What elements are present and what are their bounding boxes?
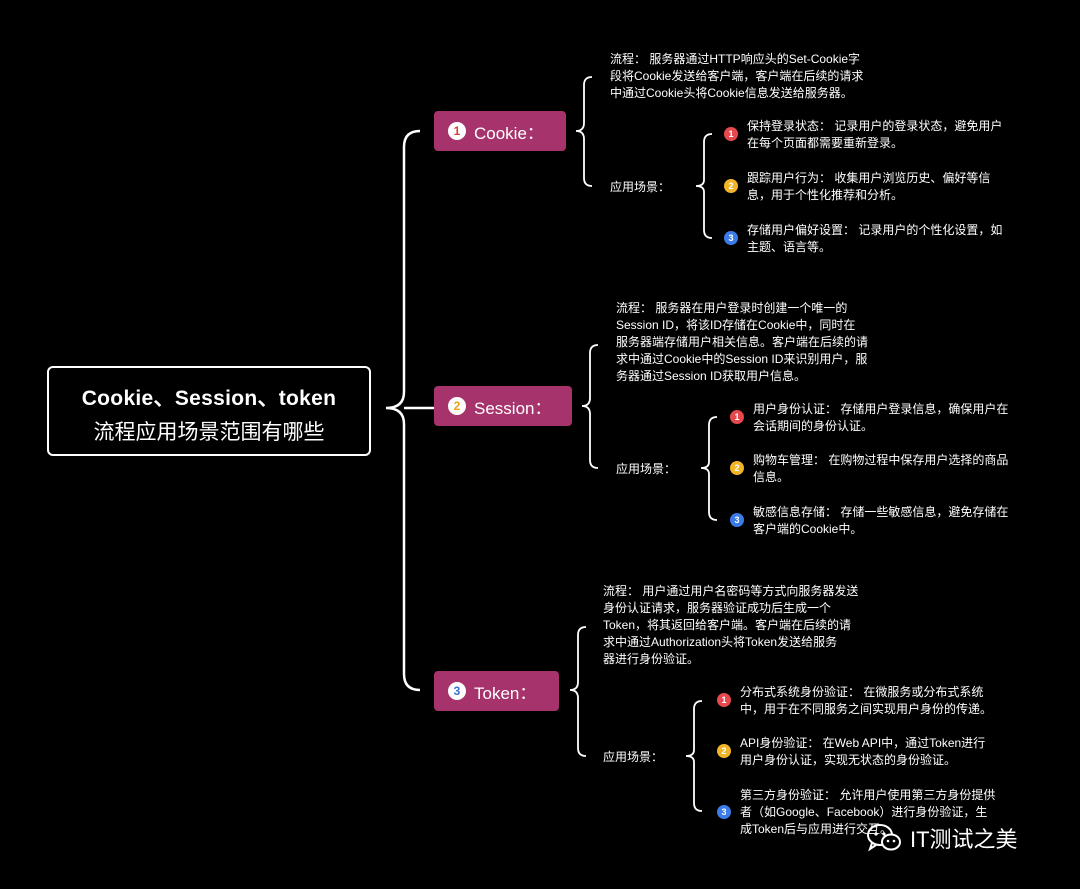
topic-token: 3 Token：: [434, 671, 559, 711]
scene-line: 客户端的Cookie中。: [753, 522, 863, 536]
cookie-flow: 流程： 服务器通过HTTP响应头的Set-Cookie字 段将Cookie发送给…: [610, 51, 863, 102]
cookie-scene-2: 跟踪用户行为： 收集用户浏览历史、偏好等信 息，用于个性化推荐和分析。: [747, 170, 990, 204]
session-bracket: [581, 344, 599, 469]
token-flow-line: 求中通过Authorization头将Token发送给服务: [603, 635, 838, 649]
cookie-scene-label: 应用场景：: [610, 180, 671, 194]
wechat-icon: [867, 824, 901, 852]
scene-line: 用户身份认证： 存储用户登录信息，确保用户在: [753, 402, 1009, 416]
session-scenes-bracket: [700, 416, 718, 521]
scene-line: 息，用于个性化推荐和分析。: [747, 188, 904, 202]
number-2-icon: 2: [730, 461, 744, 475]
cookie-scene-1: 保持登录状态： 记录用户的登录状态，避免用户 在每个页面都需要重新登录。: [747, 118, 1002, 152]
scene-line: 敏感信息存储： 存储一些敏感信息，避免存储在: [753, 505, 1009, 519]
scene-line: 分布式系统身份验证： 在微服务或分布式系统: [740, 685, 984, 699]
cookie-flow-line: 服务器通过HTTP响应头的Set-Cookie字: [649, 52, 861, 66]
root-node: Cookie、Session、token 流程应用场景范围有哪些: [47, 366, 371, 456]
watermark-text: IT测试之美: [910, 827, 1018, 852]
topic-cookie-label: Cookie：: [474, 123, 544, 143]
number-1-icon: 1: [730, 410, 744, 424]
token-flow: 流程： 用户通过用户名密码等方式向服务器发送 身份认证请求，服务器验证成功后生成…: [603, 583, 858, 668]
cookie-flow-label: 流程：: [610, 52, 647, 66]
scene-line: 存储用户偏好设置： 记录用户的个性化设置，如: [747, 223, 1003, 237]
topic-cookie: 1 Cookie：: [434, 111, 566, 151]
scene-line: 成Token后与应用进行交互。: [740, 822, 893, 836]
token-scene-3: 第三方身份验证： 允许用户使用第三方身份提供 者（如Google、Faceboo…: [740, 787, 995, 838]
scene-line: 保持登录状态： 记录用户的登录状态，避免用户: [747, 119, 1003, 133]
cookie-flow-line: 中通过Cookie头将Cookie信息发送给服务器。: [610, 86, 853, 100]
scene-line: 在每个页面都需要重新登录。: [747, 136, 904, 150]
token-scene-1: 分布式系统身份验证： 在微服务或分布式系统 中，用于在不同服务之间实现用户身份的…: [740, 684, 992, 718]
scene-line: 中，用于在不同服务之间实现用户身份的传递。: [740, 702, 993, 716]
token-scene-label: 应用场景：: [603, 750, 664, 764]
token-flow-line: 身份认证请求，服务器验证成功后生成一个: [603, 601, 832, 615]
scene-line: 跟踪用户行为： 收集用户浏览历史、偏好等信: [747, 171, 991, 185]
scene-line: 会话期间的身份认证。: [753, 419, 874, 433]
session-flow-line: 求中通过Cookie中的Session ID来识别用户，服: [616, 352, 868, 366]
scene-line: 者（如Google、Facebook）进行身份验证，生: [740, 805, 988, 819]
scene-line: 主题、语言等。: [747, 240, 832, 254]
session-flow-line: 务器通过Session ID获取用户信息。: [616, 369, 807, 383]
token-scene-2: API身份验证： 在Web API中，通过Token进行 用户身份认证，实现无状…: [740, 735, 985, 769]
number-3-icon: 3: [730, 513, 744, 527]
session-flow: 流程： 服务器在用户登录时创建一个唯一的 Session ID，将该ID存储在C…: [616, 300, 868, 385]
scene-line: 购物车管理： 在购物过程中保存用户选择的商品: [753, 453, 1009, 467]
number-2-icon: 2: [724, 179, 738, 193]
watermark: IT测试之美: [866, 822, 1018, 854]
number-1-icon: 1: [724, 127, 738, 141]
session-scene-label: 应用场景：: [616, 462, 677, 476]
cookie-scene-3: 存储用户偏好设置： 记录用户的个性化设置，如 主题、语言等。: [747, 222, 1002, 256]
token-flow-label: 流程：: [603, 584, 640, 598]
scene-line: 第三方身份验证： 允许用户使用第三方身份提供: [740, 788, 996, 802]
number-2-icon: 2: [448, 397, 466, 415]
scene-line: API身份验证： 在Web API中，通过Token进行: [740, 736, 986, 750]
number-3-icon: 3: [724, 231, 738, 245]
session-flow-line: 服务器端存储用户相关信息。客户端在后续的请: [616, 335, 869, 349]
number-1-icon: 1: [448, 122, 466, 140]
token-flow-line: 器进行身份验证。: [603, 652, 700, 666]
session-scene-3: 敏感信息存储： 存储一些敏感信息，避免存储在 客户端的Cookie中。: [753, 504, 1008, 538]
topic-token-label: Token：: [474, 683, 537, 703]
root-title-line1: Cookie、Session、token: [81, 387, 337, 410]
scene-line: 信息。: [753, 470, 790, 484]
session-flow-line: 服务器在用户登录时创建一个唯一的: [655, 301, 848, 315]
session-scene-1: 用户身份认证： 存储用户登录信息，确保用户在 会话期间的身份认证。: [753, 401, 1008, 435]
scene-line: 用户身份认证，实现无状态的身份验证。: [740, 753, 957, 767]
session-flow-label: 流程：: [616, 301, 653, 315]
number-3-icon: 3: [448, 682, 466, 700]
root-bracket: [385, 129, 421, 692]
token-scenes-bracket: [685, 700, 703, 812]
number-2-icon: 2: [717, 744, 731, 758]
cookie-scenes-bracket: [695, 133, 713, 239]
topic-session: 2 Session：: [434, 386, 572, 426]
root-title-line2: 流程应用场景范围有哪些: [93, 421, 325, 444]
cookie-bracket: [575, 76, 593, 187]
session-scene-2: 购物车管理： 在购物过程中保存用户选择的商品 信息。: [753, 452, 1008, 486]
session-flow-line: Session ID，将该ID存储在Cookie中，同时在: [616, 318, 856, 332]
topic-session-label: Session：: [474, 398, 552, 418]
number-3-icon: 3: [717, 805, 731, 819]
token-bracket: [569, 626, 587, 757]
token-flow-line: Token，将其返回给客户端。客户端在后续的请: [603, 618, 852, 632]
number-1-icon: 1: [717, 693, 731, 707]
token-flow-line: 用户通过用户名密码等方式向服务器发送: [642, 584, 859, 598]
cookie-flow-line: 段将Cookie发送给客户端，客户端在后续的请求: [610, 69, 864, 83]
